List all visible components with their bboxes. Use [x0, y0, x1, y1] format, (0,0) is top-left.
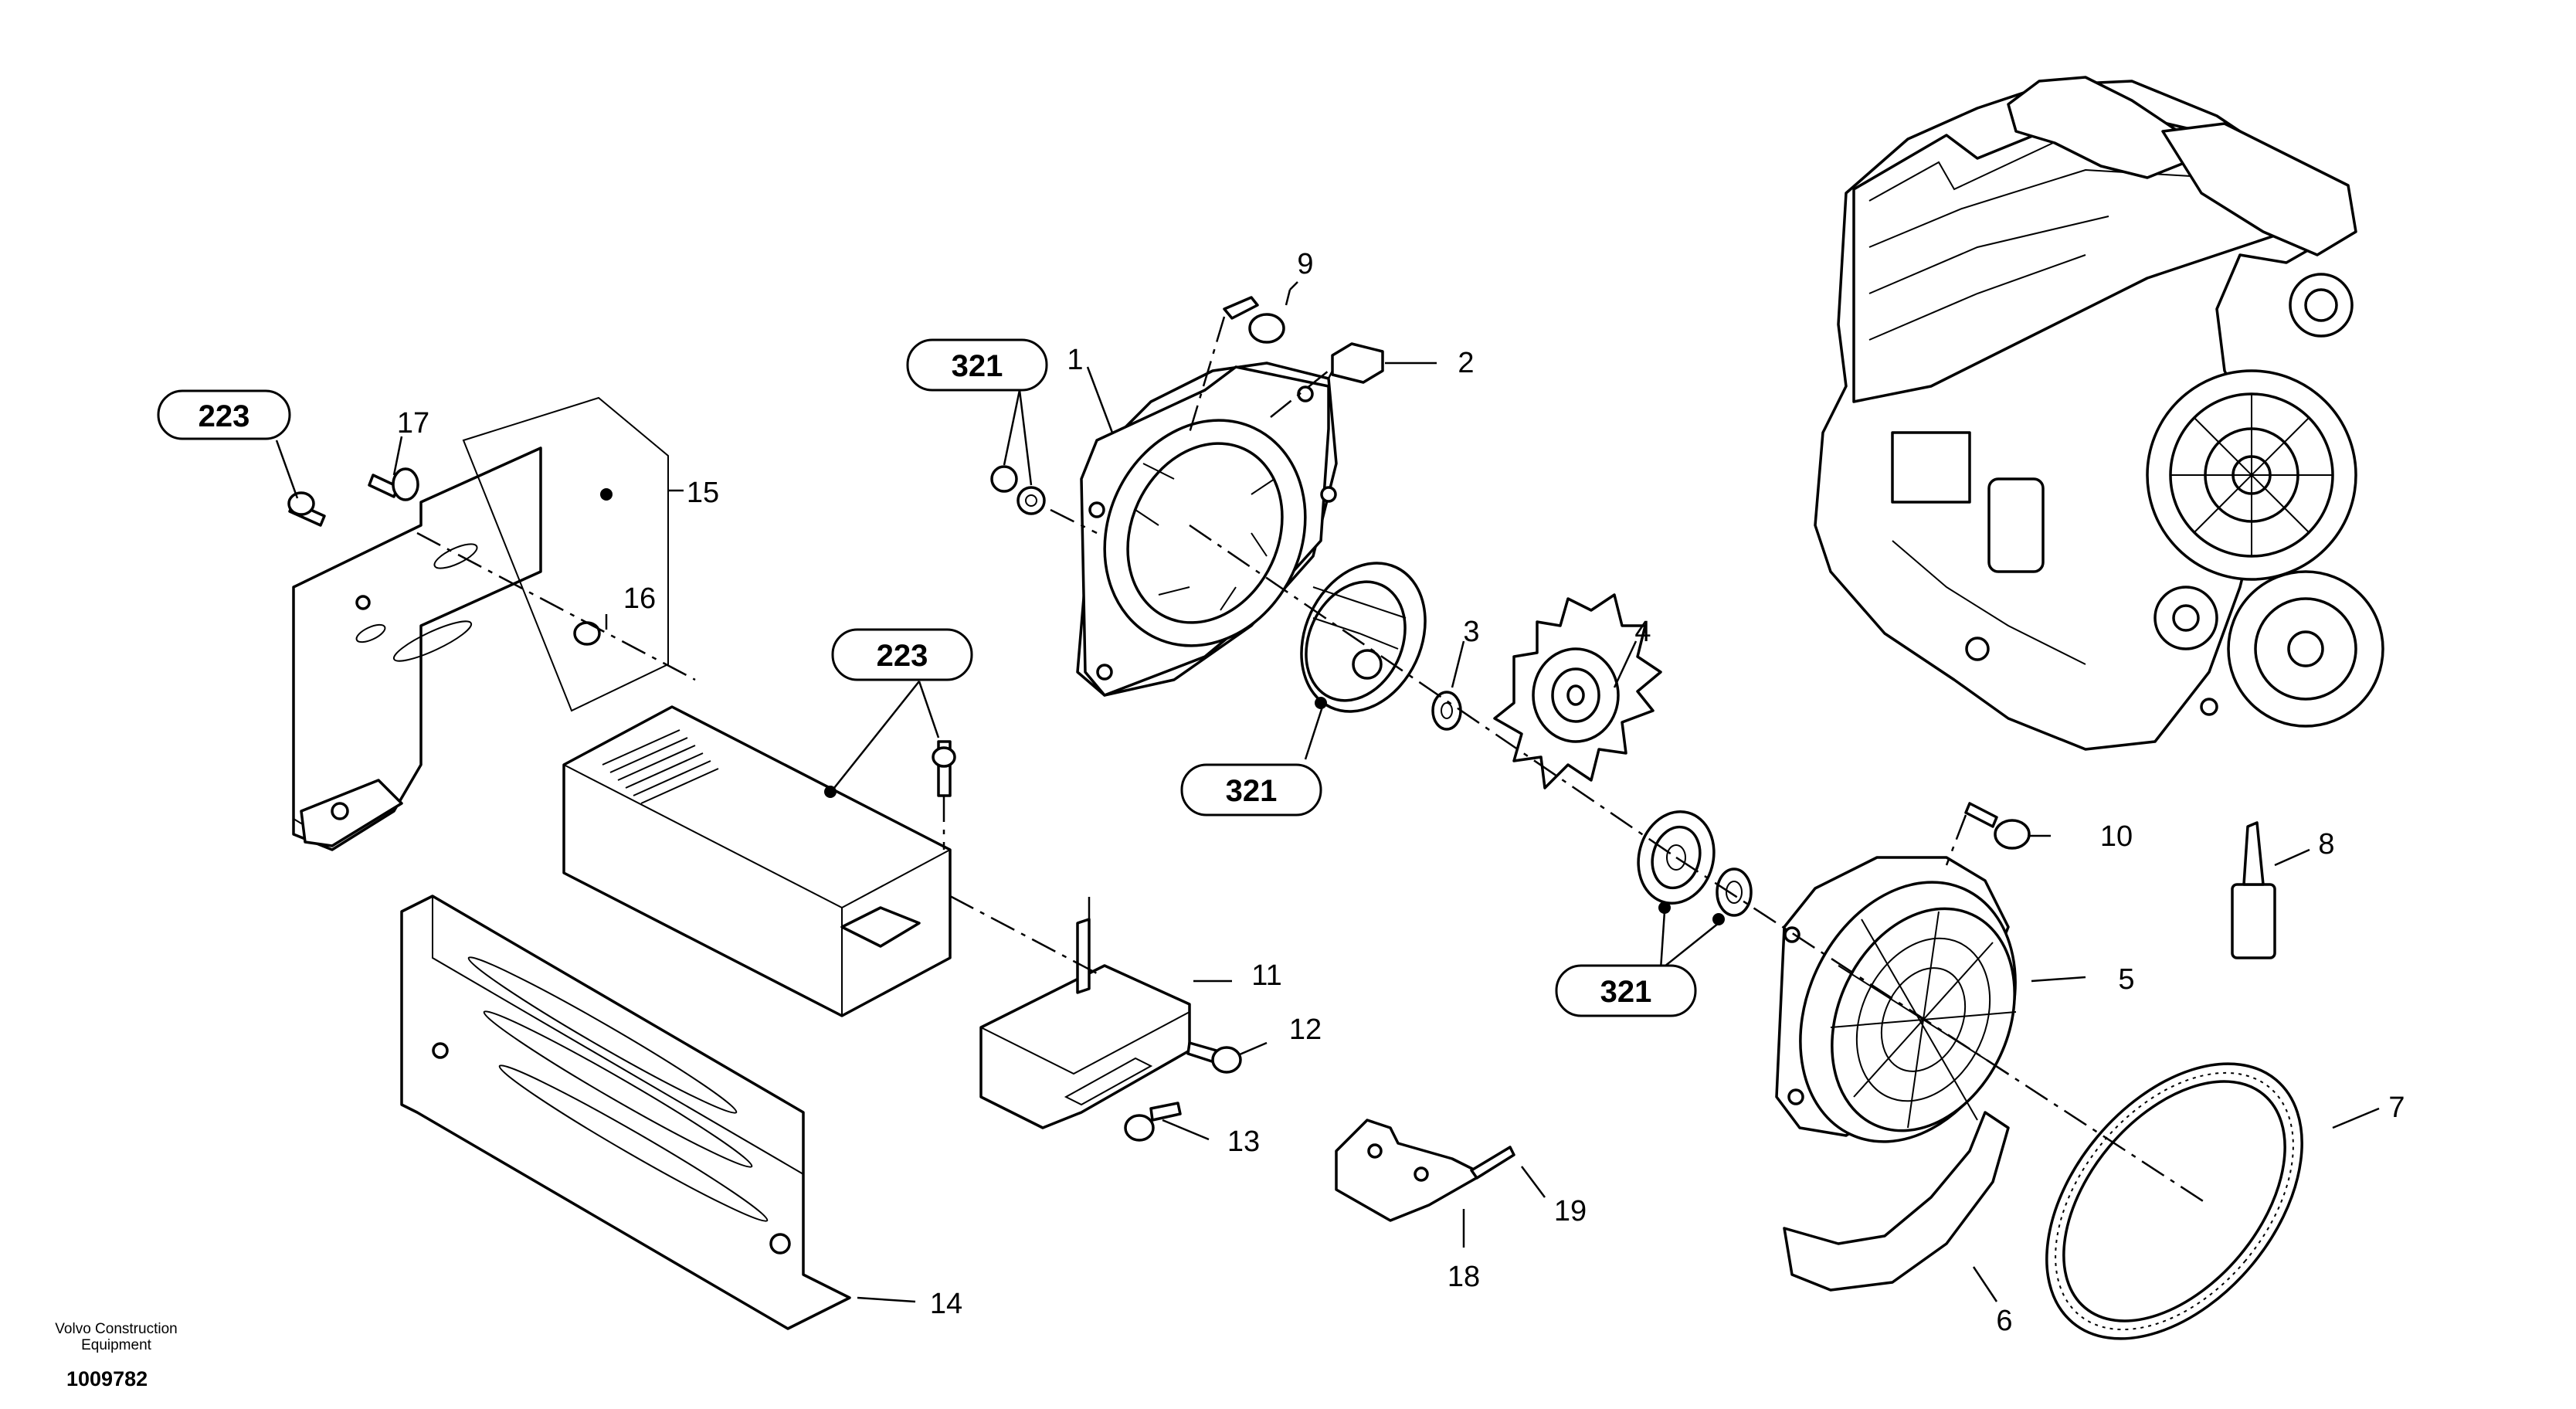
- screw-ref-223-mid: [932, 740, 956, 797]
- oil-cooler: [562, 705, 952, 1017]
- callout-5: 5: [2118, 963, 2134, 996]
- engine-block: [1814, 76, 2384, 751]
- sealing-ring: [2045, 1062, 2303, 1340]
- callout-4: 4: [1634, 616, 1651, 648]
- nut-part-2: [1331, 342, 1384, 384]
- cover-plate: [400, 895, 851, 1330]
- svg-text:321: 321: [952, 349, 1003, 383]
- callout-19: 19: [1554, 1195, 1587, 1227]
- reference-label-223-mid: 223: [831, 628, 973, 681]
- svg-text:223: 223: [877, 639, 928, 673]
- screw-part-9: [1223, 296, 1285, 344]
- svg-text:321: 321: [1600, 975, 1652, 1009]
- sealant-tube: [2231, 821, 2276, 959]
- callout-9: 9: [1297, 248, 1313, 280]
- pulley: [1637, 810, 1753, 917]
- callout-3: 3: [1463, 616, 1479, 648]
- screw-part-12: [1186, 1041, 1242, 1074]
- svg-text:321: 321: [1226, 774, 1278, 808]
- screw-part-13: [1124, 1102, 1182, 1142]
- nuts-ref-321-top: [990, 465, 1046, 515]
- screw-part-10: [1964, 802, 2031, 850]
- screw-ref-223-left: [287, 491, 326, 527]
- brand-label: Volvo Construction Equipment: [22, 1321, 211, 1353]
- callout-10: 10: [2100, 820, 2133, 853]
- reference-label-321-mid: 321: [1180, 763, 1322, 817]
- callout-14: 14: [930, 1288, 962, 1320]
- callout-1: 1: [1067, 344, 1083, 376]
- bracket-outline: [462, 396, 669, 712]
- alternator: [1300, 562, 1427, 713]
- pin: [1470, 1146, 1515, 1180]
- small-bracket: [979, 918, 1191, 1129]
- callout-8: 8: [2318, 828, 2334, 861]
- callout-13: 13: [1227, 1126, 1260, 1158]
- callout-11: 11: [1251, 959, 1281, 992]
- fan-housing: [1076, 362, 1338, 697]
- fan-wheel: [1493, 593, 1662, 789]
- guard-segment: [1783, 1111, 2010, 1292]
- clip-bracket: [1335, 1119, 1485, 1222]
- callout-17: 17: [397, 407, 429, 440]
- brand-line-1: Volvo Construction: [55, 1321, 178, 1337]
- callout-7: 7: [2388, 1092, 2405, 1124]
- screw-part-17: [368, 467, 419, 501]
- callout-15: 15: [687, 477, 719, 509]
- callout-2: 2: [1458, 347, 1474, 379]
- svg-text:223: 223: [199, 399, 250, 433]
- reference-label-321-bottom: 321: [1555, 964, 1697, 1017]
- drawing-number: 1009782: [66, 1367, 148, 1390]
- callout-16: 16: [623, 582, 656, 615]
- mounting-bracket: [292, 446, 542, 851]
- fan-guard: [1775, 856, 2017, 1143]
- callout-12: 12: [1289, 1013, 1322, 1046]
- reference-label-223-left: 223: [157, 389, 291, 440]
- washer: [1431, 691, 1462, 731]
- callout-18: 18: [1448, 1261, 1480, 1293]
- callout-6: 6: [1996, 1305, 2012, 1337]
- screw-part-16: [573, 621, 601, 646]
- brand-line-2: Equipment: [81, 1337, 151, 1353]
- reference-label-321-top: 321: [906, 338, 1048, 392]
